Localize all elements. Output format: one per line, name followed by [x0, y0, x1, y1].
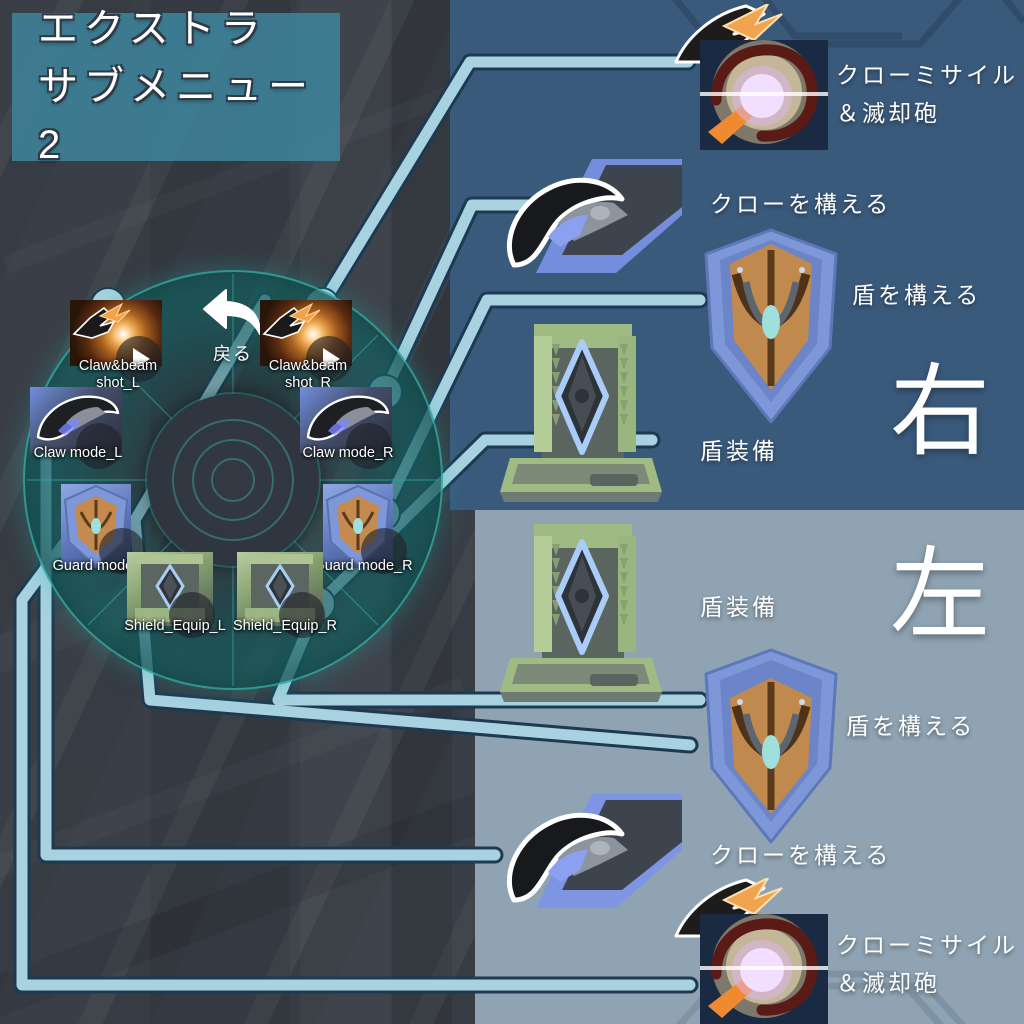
panel-left-label-missile-2: ＆滅却砲 — [836, 970, 940, 996]
shield-rack-art — [500, 524, 662, 702]
hub-ring-2 — [192, 439, 274, 521]
shield-weapon-art — [704, 228, 838, 424]
play-icon[interactable] — [76, 423, 122, 469]
claw-missile-burst-art — [674, 1, 828, 150]
play-icon[interactable] — [116, 336, 162, 382]
panel-left-art-missile — [672, 875, 832, 1024]
back-button-label: 戻る — [213, 344, 253, 364]
back-arrow-icon — [203, 289, 261, 335]
panel-left-label-equip: 盾装備 — [700, 594, 778, 620]
claw-weapon-glyph — [306, 395, 390, 441]
panel-right-art-missile — [672, 1, 832, 150]
panel-right-label-missile: クローミサイル — [836, 62, 1018, 88]
radial-item-claw-mode-l[interactable]: Claw mode_L — [30, 387, 126, 483]
claw-glyph — [262, 302, 321, 339]
play-icon[interactable] — [279, 592, 325, 638]
panel-left-label-missile: クローミサイル — [836, 932, 1018, 958]
hub-ring-3 — [211, 458, 255, 502]
title-line-1: エクストラ — [38, 7, 267, 51]
hub-ring-1 — [172, 419, 294, 541]
back-button[interactable]: 戻る — [202, 288, 264, 366]
radial-item-guard-mode-l[interactable]: Guard mode_L — [53, 484, 149, 580]
panel-right-art-rack — [490, 318, 672, 504]
radial-item-shield-equip-r[interactable]: Shield_Equip_R — [233, 552, 337, 648]
radial-item-label: Guard mode_R — [313, 558, 413, 574]
panel-left-art-rack — [490, 518, 672, 704]
radial-item-label: Guard mode_L — [52, 558, 150, 574]
radial-item-shield-equip-l[interactable]: Shield_Equip_L — [124, 552, 226, 648]
panel-left-art-shield — [700, 648, 842, 844]
radial-item-label: Claw mode_L — [33, 445, 123, 461]
panel-left-label-guard: 盾を構える — [846, 713, 976, 739]
panel-left-art-claw — [496, 790, 688, 930]
panel-right-label-claw: クローを構える — [710, 191, 892, 217]
panel-right-label-missile-2: ＆滅却砲 — [836, 100, 940, 126]
shield-weapon-art — [704, 648, 838, 844]
claw-weapon-art — [507, 159, 682, 273]
radial-item-label: Claw mode_R — [302, 445, 394, 461]
play-icon[interactable] — [361, 528, 407, 574]
claw-missile-burst-art — [674, 875, 828, 1024]
panel-right-art-claw — [496, 155, 688, 295]
shield-rack-art — [500, 324, 662, 502]
panel-left-label-claw: クローを構える — [710, 842, 892, 868]
play-icon[interactable] — [346, 423, 392, 469]
play-icon[interactable] — [306, 336, 352, 382]
radial-item-label: Shield_Equip_R — [233, 618, 337, 634]
claw-weapon-art — [507, 794, 682, 908]
panel-right-label-guard: 盾を構える — [852, 282, 982, 308]
radial-item-guard-mode-r[interactable]: Guard mode_R — [313, 484, 413, 580]
panel-left-side-label: 左 — [890, 539, 990, 651]
play-icon[interactable] — [169, 592, 215, 638]
panel-right-label-equip: 盾装備 — [700, 438, 778, 464]
radial-item-label: Shield_Equip_L — [124, 618, 226, 634]
panel-right-side-label: 右 — [890, 356, 990, 468]
claw-glyph — [72, 302, 131, 339]
claw-weapon-glyph — [36, 395, 120, 441]
title-banner: エクストラ サブメニュー2 — [12, 7, 340, 167]
panel-right-art-shield — [700, 228, 842, 424]
title-line-2: サブメニュー2 — [38, 65, 314, 167]
radial-item-claw-mode-r[interactable]: Claw mode_R — [300, 387, 396, 483]
